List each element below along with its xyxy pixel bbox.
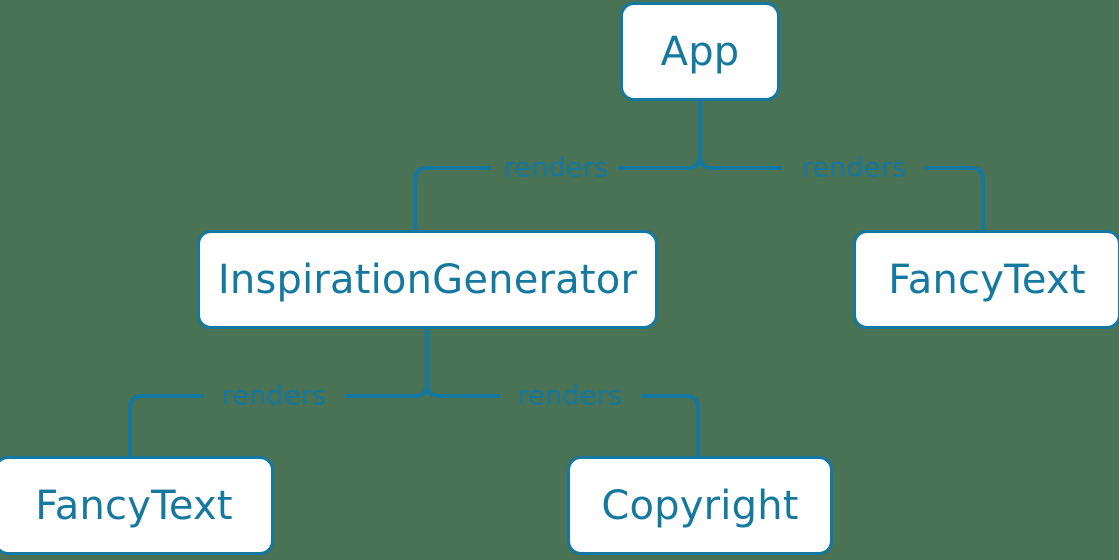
edge-inspiration-to-fancytext-arm-outer <box>128 394 204 456</box>
node-copyright[interactable]: Copyright <box>567 456 833 555</box>
edge-label-app-to-fancytext-right: renders <box>801 152 907 184</box>
node-fancytext-right-label: FancyText <box>888 256 1086 303</box>
edge-inspiration-stem-right <box>425 383 440 398</box>
node-fancytext-left-label: FancyText <box>35 482 233 529</box>
edge-label-inspiration-to-fancytext-left: renders <box>221 380 327 412</box>
node-inspiration-generator-label: InspirationGenerator <box>217 256 638 303</box>
node-app-label: App <box>660 28 740 75</box>
node-fancytext-right[interactable]: FancyText <box>853 230 1119 329</box>
node-fancytext-left[interactable]: FancyText <box>0 456 274 555</box>
edge-app-stem-right <box>698 155 713 170</box>
node-inspiration-generator[interactable]: InspirationGenerator <box>197 230 658 329</box>
edge-label-inspiration-to-copyright: renders <box>517 380 623 412</box>
node-copyright-label: Copyright <box>601 482 799 529</box>
edge-inspiration-to-copyright-arm-outer <box>641 394 700 456</box>
edge-app-to-inspiration-arm-outer <box>413 166 490 230</box>
node-app[interactable]: App <box>620 2 780 101</box>
edge-label-app-to-inspiration: renders <box>503 152 609 184</box>
edge-app-to-fancytext-arm-outer <box>925 166 985 230</box>
